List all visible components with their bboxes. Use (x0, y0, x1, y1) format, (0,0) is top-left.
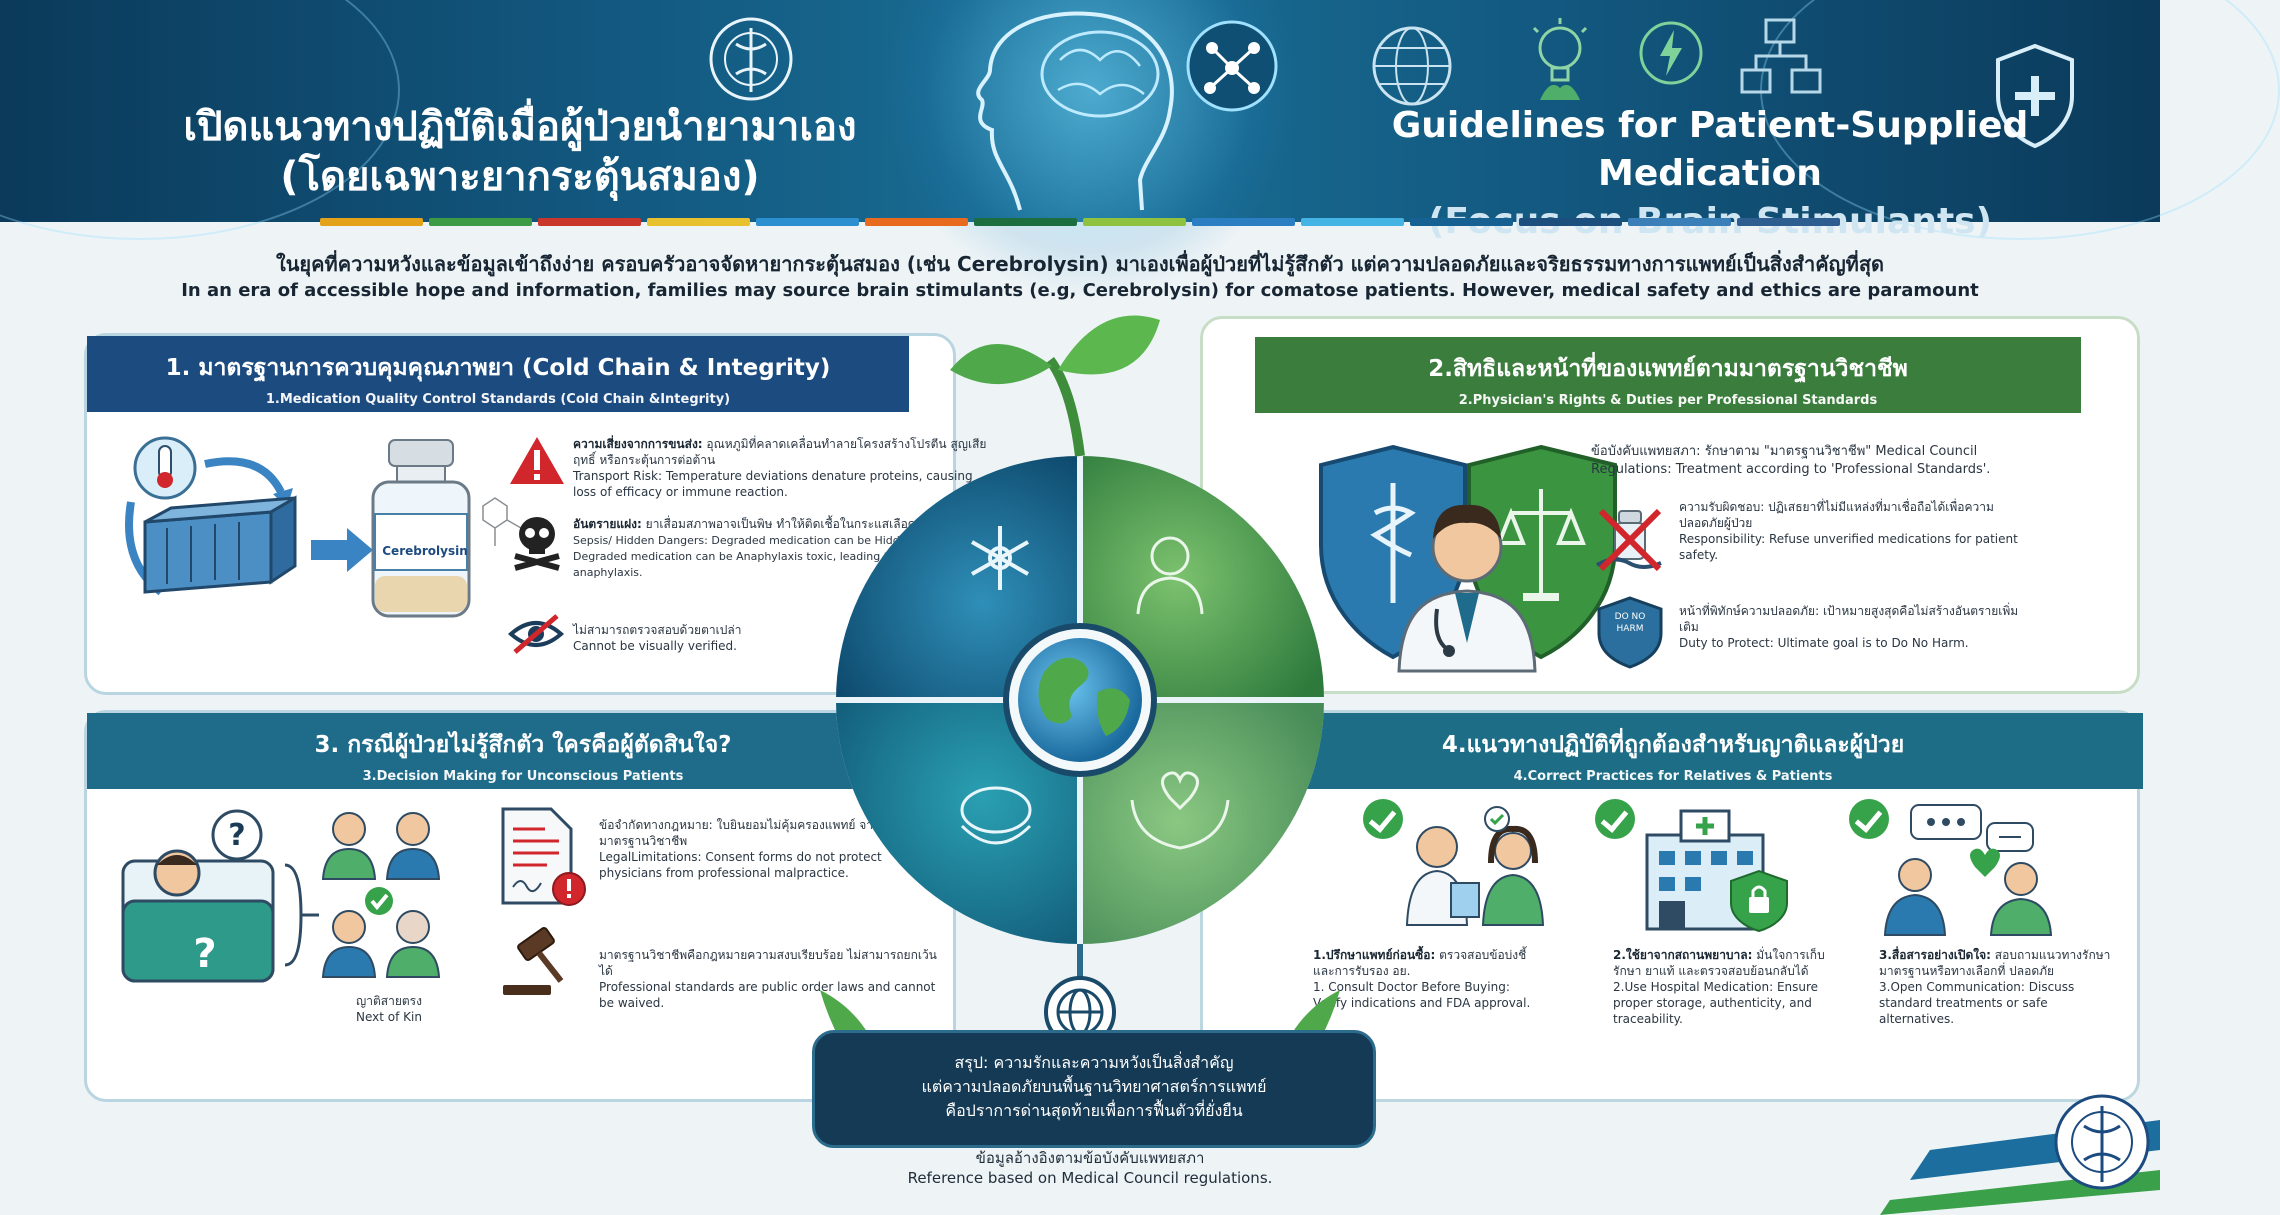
lightning-icon (1639, 21, 1703, 85)
open-communication-icon (1883, 804, 2053, 936)
panel-physician-duties: 2.สิทธิและหน้าที่ของแพทย์ตามมาตรฐานวิชาช… (1200, 316, 2140, 694)
summary-line: แต่ความปลอดภัยบนพื้นฐานวิทยาศาสตร์การแพท… (921, 1077, 1267, 1096)
patient-bed-icon (121, 849, 275, 983)
brain-care-icon (960, 786, 1032, 845)
network-blocks-icon (1740, 18, 1822, 94)
check-icon (1595, 799, 1635, 839)
question-mark-icon: ? (211, 809, 263, 861)
panel-title-th: 4.แนวทางปฏิบัติที่ถูกต้องสำหรับญาติและผู… (1441, 732, 1905, 758)
warning-triangle-icon (510, 437, 564, 484)
do-no-harm-shield-icon (1597, 596, 1663, 669)
thermometer-icon (133, 436, 197, 500)
lightbulb-icon (1532, 18, 1588, 100)
panel-title-en: 3.Decision Making for Unconscious Patien… (362, 769, 684, 784)
skull-crossbones-icon (514, 517, 560, 571)
color-strip-segment (1519, 218, 1622, 226)
refuse-medication-icon (1596, 508, 1662, 572)
panel-title-en: 4.Correct Practices for Relatives & Pati… (1513, 769, 1833, 784)
intro-text-th: ในยุคที่ความหวังและข้อมูลเข้าถึงง่าย ครอ… (275, 252, 1885, 276)
gavel-icon (503, 927, 564, 995)
summary-box: สรุป: ความรักและความหวังเป็นสิ่งสำคัญ แต… (812, 1030, 1376, 1148)
who-emblem-icon (709, 17, 793, 101)
unconscious-patient-illustration: ? ? (121, 809, 441, 983)
check-icon (1849, 799, 1889, 839)
medicine-vial-icon (371, 439, 522, 618)
color-strip-segment (1301, 218, 1404, 226)
color-strip-segment (756, 218, 859, 226)
panel-header: 4.แนวทางปฏิบัติที่ถูกต้องสำหรับญาติและผู… (1203, 713, 2143, 789)
snowflake-icon (971, 526, 1029, 590)
who-emblem-icon (2054, 1094, 2150, 1190)
page-title-th: เปิดแนวทางปฏิบัติเมื่อผู้ป่วยนำยามาเอง (… (183, 104, 857, 200)
color-strip-segment (647, 218, 750, 226)
do-no-harm-badge-text: DO NO HARM (1614, 612, 1646, 634)
svg-text:?: ? (193, 931, 216, 977)
panel-header: 1. มาตรฐานการควบคุมคุณภาพยา (Cold Chain … (87, 336, 909, 412)
color-strip-segment (974, 218, 1077, 226)
shipping-container-icon (143, 495, 297, 594)
panel-header: 2.สิทธิและหน้าที่ของแพทย์ตามมาตรฐานวิชาช… (1255, 337, 2081, 413)
eye-crossed-icon (507, 614, 565, 654)
summary-line: สรุป: ความรักและความหวังเป็นสิ่งสำคัญ (954, 1053, 1234, 1072)
central-sprout-graphic (820, 315, 1340, 1122)
intro-text-en: In an era of accessible hope and informa… (181, 280, 1979, 301)
panel-quality-control: 1. มาตรฐานการควบคุมคุณภาพยา (Cold Chain … (84, 333, 987, 695)
hospital-medication-text: 2.ใช้ยาจากสถานพยาบาล: มั่นใจการเก็บรักษา… (1613, 948, 1825, 1026)
color-strip-segment (1192, 218, 1295, 226)
brain-head-icon (976, 11, 1174, 211)
doctor-icon (1397, 504, 1537, 673)
color-strip-segment (320, 218, 423, 226)
sprout-leaves-icon (950, 315, 1160, 457)
panel-decision-making: 3. กรณีผู้ป่วยไม่รู้สึกตัว ใครคือผู้ตัดส… (84, 710, 959, 1102)
consult-doctor-icon (1405, 806, 1545, 926)
family-members-icon (321, 812, 441, 978)
reference-note: ข้อมูลอ้างอิงตามข้อบังคับแพทยสภา Referen… (907, 1149, 1273, 1187)
panel-title-th: 3. กรณีผู้ป่วยไม่รู้สึกตัว ใครคือผู้ตัดส… (314, 732, 732, 758)
consent-document-icon (501, 807, 586, 906)
color-strip-segment (865, 218, 968, 226)
globe-icon (1372, 26, 1452, 106)
color-strip-segment (1410, 218, 1513, 226)
color-strip-segment (1737, 218, 1840, 226)
council-regulation-text: ข้อบังคับแพทยสภา: รักษาตาม "มาตรฐานวิชาช… (1591, 444, 1991, 477)
cold-chain-illustration (125, 436, 373, 596)
check-icon (1363, 799, 1403, 839)
hospital-lock-icon (1645, 809, 1788, 933)
molecule-icon (1186, 20, 1278, 112)
transport-risk-text: ความเสี่ยงจากการขนส่ง: อุณหภูมิที่คลาดเค… (573, 437, 987, 499)
doctor-shields-illustration (1319, 444, 1617, 673)
shield-cross-icon (1996, 43, 2074, 149)
panel-title-en: 2.Physician's Rights & Duties per Profes… (1458, 393, 1878, 408)
legal-limitations-text: ข้อจำกัดทางกฎหมาย: ใบยินยอมไม่คุ้มครองแพ… (599, 818, 916, 880)
open-communication-text: 3.สื่อสารอย่างเปิดใจ: สอบถามแนวทางรักษาม… (1879, 948, 2111, 1026)
color-strip-segment (429, 218, 532, 226)
responsibility-text: ความรับผิดชอบ: ปฏิเสธยาที่ไม่มีแหล่งที่ม… (1679, 500, 2018, 562)
panel-title-en: 1.Medication Quality Control Standards (… (265, 392, 731, 407)
vial-label: Cerebrolysin (382, 544, 468, 558)
color-strip-segment (1628, 218, 1731, 226)
summary-line: คือปราการด่านสุดท้ายเพื่อการฟื้นตัวที่ยั… (945, 1101, 1243, 1120)
color-strip-segment (1083, 218, 1186, 226)
earth-globe-icon (1018, 638, 1142, 762)
consult-doctor-text: 1.ปรึกษาแพทย์ก่อนซื้อ: ตรวจสอบข้อบ่งชี้แ… (1313, 948, 1531, 1010)
panel-title-th: 2.สิทธิและหน้าที่ของแพทย์ตามมาตรฐานวิชาช… (1428, 356, 1908, 382)
header-banner: เปิดแนวทางปฏิบัติเมื่อผู้ป่วยนำยามาเอง (… (0, 0, 2280, 300)
doctor-avatar-icon (1136, 536, 1204, 615)
professional-standards-text: มาตรฐานวิชาชีพคือกฎหมายความสงบเรียบร้อย … (599, 948, 937, 1010)
color-strip-segment (538, 218, 641, 226)
panel-header: 3. กรณีผู้ป่วยไม่รู้สึกตัว ใครคือผู้ตัดส… (87, 713, 959, 789)
svg-text:?: ? (228, 818, 245, 853)
duty-protect-text: หน้าที่พิทักษ์ความปลอดภัย: เป้าหมายสูงสุ… (1679, 604, 2019, 650)
panel-title-th: 1. มาตรฐานการควบคุมคุณภาพยา (Cold Chain … (165, 355, 831, 381)
heart-hands-icon (1130, 771, 1230, 850)
color-strip (320, 218, 1840, 226)
